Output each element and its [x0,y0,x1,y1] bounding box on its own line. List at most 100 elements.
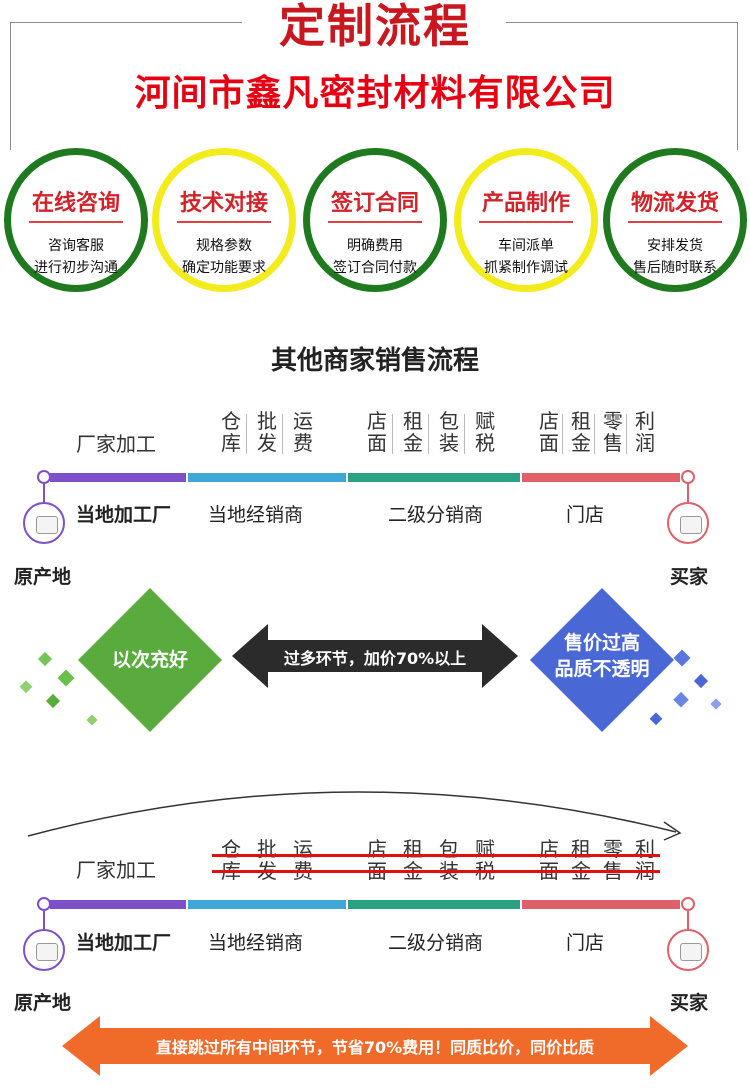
segment-blue [188,900,346,909]
cost-char-col: 运费 [293,837,313,883]
comparison-graphic [19,588,722,732]
cost-char-col: 零售 [603,409,623,455]
step-divider [628,221,722,223]
segment-label: 门店 [566,932,605,954]
step-title: 物流发货 [630,191,719,216]
left-diamond-text: 以次充好 [111,649,188,671]
step-desc-line: 售后随时联系 [633,260,717,276]
origin-node-icon [23,502,65,544]
divider [282,414,283,454]
step-desc: 安排发货 售后随时联系 [610,235,740,279]
cost-char-col: 租金 [403,837,423,883]
step-divider [177,221,271,223]
cost-char-col: 运费 [293,409,313,455]
cost-char-col: 利润 [635,409,655,455]
cost-char-col: 仓库 [221,409,241,455]
step-title: 在线咨询 [31,191,120,216]
step-title: 签订合同 [330,191,419,216]
other-flow-title: 其他商家销售流程 [270,346,479,376]
step-desc: 咨询客服 进行初步沟通 [11,235,141,279]
origin-label: 原产地 [14,992,72,1014]
cost-char-col: 利润 [635,837,655,883]
segment-teal [348,473,520,482]
direct-banner-arrow [62,1016,688,1076]
step-desc-line: 明确费用 [347,238,403,254]
right-diamond-text: 售价过高 品质不透明 [540,630,664,682]
step-desc-line: 签订合同付款 [333,260,417,276]
company-name: 河间市鑫凡密封材料有限公司 [134,73,616,114]
divider [626,414,627,454]
step-desc-line: 安排发货 [647,238,703,254]
step-tech-docking: 技术对接 规格参数 确定功能要求 [152,148,296,292]
segment-purple [50,473,186,482]
cost-char-col: 赋税 [475,837,495,883]
segment-label: 当地经销商 [208,932,304,954]
step-divider [328,221,422,223]
step-desc: 车间派单 抓紧制作调试 [461,235,591,279]
origin-pin-stem [43,484,45,504]
step-desc-line: 确定功能要求 [182,260,266,276]
segment-label: 二级分销商 [388,932,484,954]
cost-char-col: 包装 [439,409,459,455]
factory-cost-label: 厂家加工 [76,858,156,882]
factory-cost-label: 厂家加工 [76,432,156,456]
segment-label: 当地经销商 [208,504,304,526]
cost-char-col: 批发 [257,409,277,455]
step-desc: 明确费用 签订合同付款 [310,235,440,279]
step-production: 产品制作 车间派单 抓紧制作调试 [454,148,598,292]
origin-pin-stem [43,911,45,931]
cost-char-col: 租金 [571,837,591,883]
cost-char-col: 赋税 [475,409,495,455]
step-divider [29,221,123,223]
buyer-label: 买家 [670,992,709,1014]
step-online-consult: 在线咨询 咨询客服 进行初步沟通 [4,148,148,292]
right-diamond-line: 售价过高 [563,632,640,654]
origin-label: 原产地 [14,566,72,588]
step-desc: 规格参数 确定功能要求 [159,235,289,279]
origin-pin [37,897,51,911]
step-desc-line: 抓紧制作调试 [484,260,568,276]
step-desc-line: 车间派单 [498,238,554,254]
right-diamond-line: 品质不透明 [554,658,650,680]
origin-node-icon [23,929,65,971]
cost-char-col: 店面 [539,409,559,455]
segment-label: 二级分销商 [388,504,484,526]
divider [464,414,465,454]
step-logistics: 物流发货 安排发货 售后随时联系 [603,148,747,292]
step-desc-line: 咨询客服 [48,238,104,254]
skip-curve-arrow [27,791,682,841]
buyer-label: 买家 [670,566,709,588]
segment-label: 当地加工厂 [76,504,172,526]
buyer-pin-stem [687,911,689,931]
segment-label: 门店 [566,504,605,526]
cost-char-col: 仓库 [221,837,241,883]
page-title: 定制流程 [279,0,471,53]
segment-teal [348,900,520,909]
buyer-pin-stem [687,484,689,504]
segment-blue [188,473,346,482]
cost-char-col: 租金 [571,409,591,455]
step-title: 产品制作 [481,191,570,216]
cost-char-col: 包装 [439,837,459,883]
strike-line [212,870,660,873]
step-divider [479,221,573,223]
buyer-node-icon [667,929,709,971]
step-desc-line: 进行初步沟通 [34,260,118,276]
segment-purple [50,900,186,909]
segment-red [522,900,680,909]
cost-char-col: 店面 [539,837,559,883]
cost-char-col: 租金 [403,409,423,455]
direct-banner-text: 直接跳过所有中间环节，节省70%费用！同质比价，同价比质 [155,1038,595,1057]
divider [246,414,247,454]
step-desc-line: 规格参数 [196,238,252,254]
cost-char-col: 零售 [603,837,623,883]
origin-pin [37,470,51,484]
cost-char-col: 店面 [367,837,387,883]
divider [392,414,393,454]
buyer-pin [681,470,695,484]
segment-label: 当地加工厂 [76,932,172,954]
step-title: 技术对接 [179,191,268,216]
buyer-pin [681,897,695,911]
divider [594,414,595,454]
segment-red [522,473,680,482]
